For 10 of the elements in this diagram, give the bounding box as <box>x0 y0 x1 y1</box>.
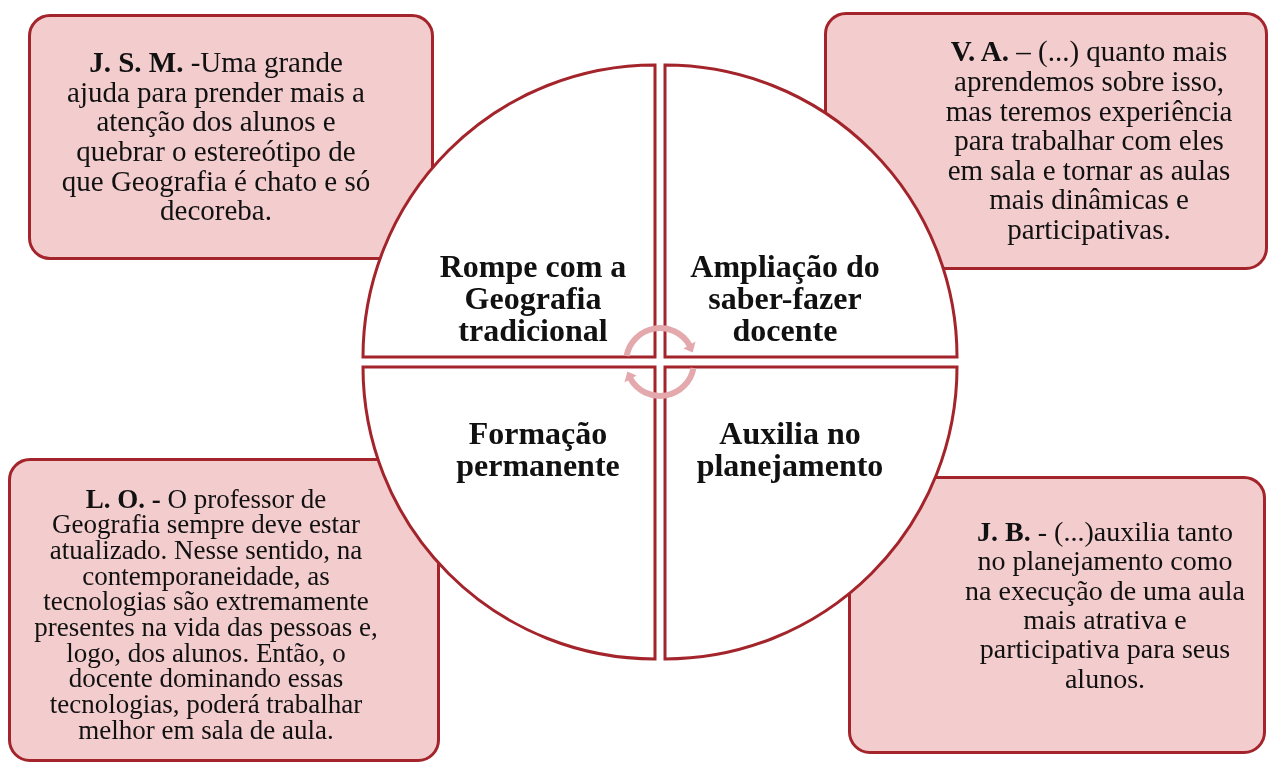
quote-box <box>8 458 440 762</box>
quote-text: L. O. - O professor de Geografia sempre deve estar atualizado. Nesse sentido, na contemporaneidade, as tecnologias são extremamente presentes na vida das pessoas e, logo, dos alunos. Então, o docente dominando essas tecnologias, poderá trabalhar melhor em sala de aula. <box>33 486 379 744</box>
quote-text: J. S. M. -Uma grande ajuda para prender mais a atenção dos alunos e quebrar o estereótipo de que Geografia é chato e só decoreba. <box>61 48 371 226</box>
quadrant-title: Rompe com a Geografia tradicional <box>438 250 628 346</box>
quadrant-title: Ampliação do saber-fazer docente <box>689 250 881 346</box>
quote-box <box>28 14 434 260</box>
quote-text: V. A. – (...) quanto mais aprendemos sobre isso, mas teremos experiência para trabalhar com eles em sala e tornar as aulas mais dinâmicas e participativas. <box>944 37 1234 245</box>
quote-text: J. B. - (...)auxilia tanto no planejamento como na execução de uma aula mais atrativa e participativa para seus alunos. <box>964 516 1246 694</box>
quadrant-title: Formação permanente <box>455 417 621 481</box>
quadrant-title: Auxilia no planejamento <box>695 417 885 481</box>
